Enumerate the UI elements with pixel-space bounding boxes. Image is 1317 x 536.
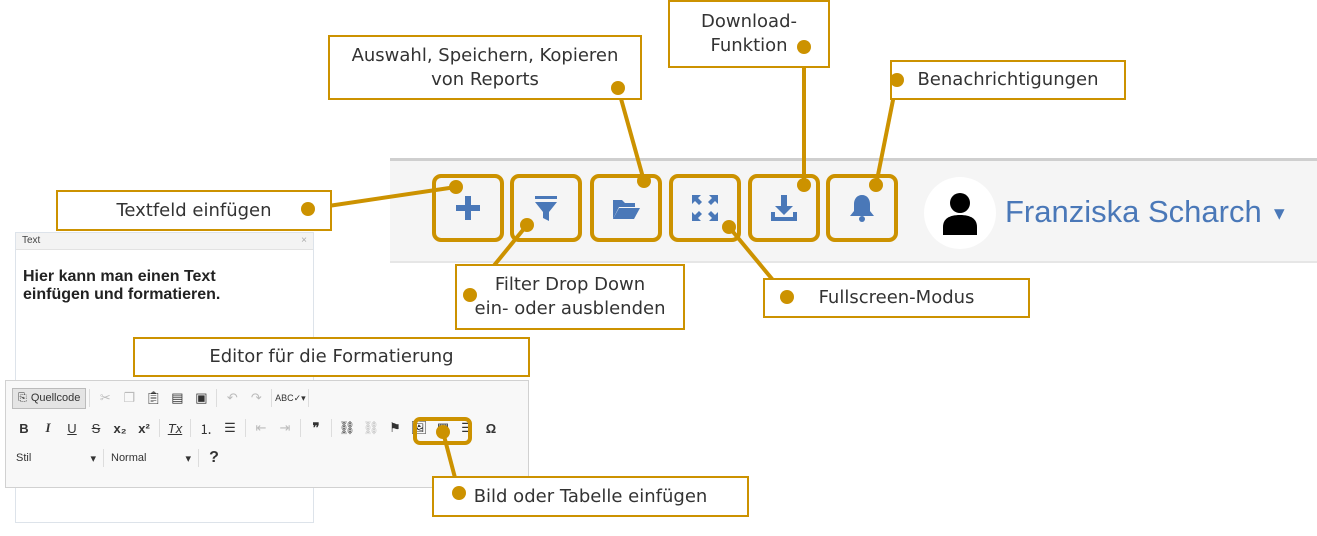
filter-toggle-button[interactable] xyxy=(510,174,582,242)
spellcheck-icon[interactable]: ABC✓▾ xyxy=(275,392,306,403)
copy-icon[interactable]: ❐ xyxy=(123,390,136,405)
image-table-highlight xyxy=(413,417,472,445)
undo-icon[interactable]: ↶ xyxy=(226,390,238,405)
style-select[interactable]: Stil ▾ xyxy=(12,452,100,465)
expand-icon xyxy=(692,195,718,221)
filter-icon xyxy=(535,196,557,221)
caret-down-icon: ▼ xyxy=(1270,203,1289,224)
anchor-flag-icon[interactable]: ⚑ xyxy=(389,420,401,435)
bell-icon xyxy=(850,195,874,222)
annotation-reports: Auswahl, Speichern, Kopieren von Reports xyxy=(328,35,642,100)
source-icon: ⎘ xyxy=(18,391,27,404)
user-menu[interactable]: Franziska Scharch ▼ xyxy=(1005,194,1288,230)
underline-button[interactable]: U xyxy=(67,420,77,436)
annotation-fullscreen: Fullscreen-Modus xyxy=(763,278,1030,318)
unlink-icon[interactable]: ⛓ xyxy=(362,420,380,435)
source-code-button[interactable]: ⎘Quellcode xyxy=(12,387,87,409)
text-widget-title: Text xyxy=(22,235,41,246)
paste-text-icon[interactable]: ▤ xyxy=(171,390,184,405)
annotation-notifications: Benachrichtigungen xyxy=(890,60,1126,100)
source-code-label: Quellcode xyxy=(30,392,81,404)
fullscreen-button[interactable] xyxy=(669,174,741,242)
text-widget-content[interactable]: Hier kann man einen Text einfügen und fo… xyxy=(23,268,221,303)
bullet-list-icon[interactable]: ☰ xyxy=(224,420,236,435)
help-button[interactable]: ? xyxy=(209,449,219,466)
reports-button[interactable] xyxy=(590,174,662,242)
notifications-button[interactable] xyxy=(826,174,898,242)
blockquote-icon[interactable]: ❞ xyxy=(312,420,320,435)
horizontal-line-icon[interactable]: ☰ xyxy=(461,420,473,435)
indent-icon[interactable]: ⇥ xyxy=(279,420,291,435)
outdent-icon[interactable]: ⇤ xyxy=(255,420,267,435)
user-icon xyxy=(943,193,977,235)
paste-icon[interactable]: 📋︎ xyxy=(145,390,162,405)
plus-icon xyxy=(456,196,480,220)
link-icon[interactable]: ⛓ xyxy=(338,420,356,435)
numbered-list-icon[interactable]: ⒈ xyxy=(199,421,213,437)
download-icon xyxy=(771,195,797,221)
format-select-value: Normal xyxy=(111,451,147,464)
annotation-download: Download- Funktion xyxy=(668,0,830,68)
style-select-value: Stil xyxy=(16,451,32,464)
superscript-button[interactable]: x² xyxy=(138,420,150,436)
remove-format-button[interactable]: Tx xyxy=(167,420,183,436)
annotation-textfield: Textfeld einfügen xyxy=(56,190,332,231)
user-name: Franziska Scharch xyxy=(1005,194,1262,229)
redo-icon[interactable]: ↷ xyxy=(250,390,262,405)
folder-open-icon xyxy=(613,200,640,219)
caret-down-icon: ▾ xyxy=(90,452,96,465)
text-widget: Text × Hier kann man einen Text einfügen… xyxy=(15,232,314,523)
format-select[interactable]: Normal ▾ xyxy=(107,452,195,465)
subscript-button[interactable]: x₂ xyxy=(113,420,127,436)
add-textfield-button[interactable] xyxy=(432,174,504,242)
annotation-filter: Filter Drop Down ein- oder ausblenden xyxy=(455,264,685,330)
strikethrough-button[interactable]: S xyxy=(91,420,101,436)
annotation-image-table: Bild oder Tabelle einfügen xyxy=(432,476,749,517)
download-button[interactable] xyxy=(748,174,820,242)
paste-word-icon[interactable]: ▣ xyxy=(195,390,208,405)
text-widget-header: Text × xyxy=(16,233,313,250)
cut-icon[interactable]: ✂ xyxy=(99,390,111,405)
close-icon[interactable]: × xyxy=(301,235,307,246)
special-char-icon[interactable]: Ω xyxy=(485,420,497,436)
bold-button[interactable]: B xyxy=(19,420,29,436)
avatar[interactable] xyxy=(924,177,996,249)
caret-down-icon: ▾ xyxy=(185,452,191,465)
italic-button[interactable]: I xyxy=(45,420,51,435)
annotation-editor: Editor für die Formatierung xyxy=(133,337,530,377)
